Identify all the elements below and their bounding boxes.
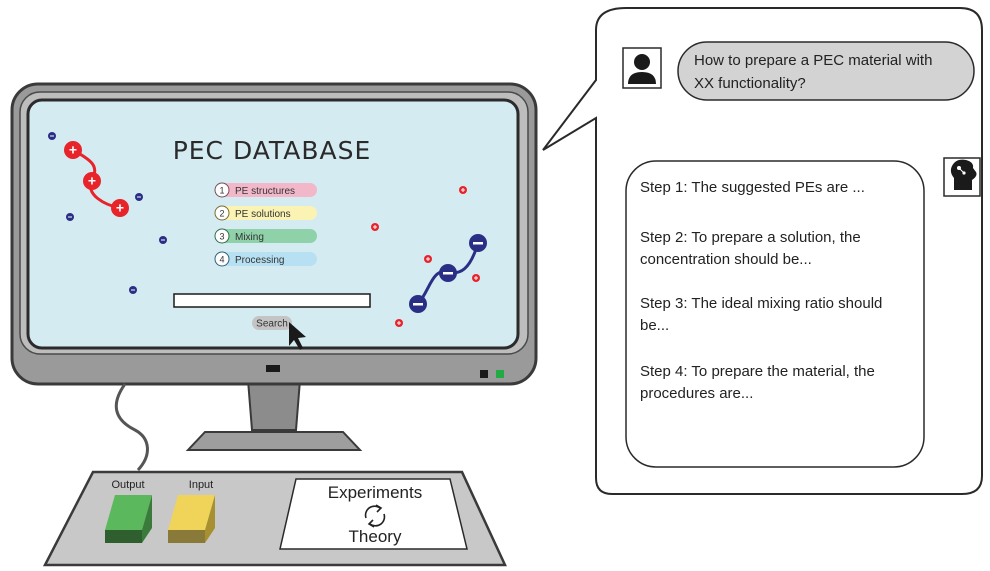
question-text: How to prepare a PEC material with XX fu… — [694, 52, 937, 92]
menu-label: PE solutions — [235, 209, 291, 220]
search-input[interactable] — [173, 293, 371, 308]
small-positive-ion-icon — [472, 274, 480, 282]
output-key[interactable] — [105, 495, 152, 543]
chat-bubble: How to prepare a PEC material with XX fu… — [542, 7, 983, 495]
menu-pill — [215, 183, 317, 197]
negative-ion-icon — [469, 234, 487, 252]
cycle-arrows-icon — [364, 504, 386, 528]
menu-number: 3 — [219, 232, 224, 242]
mouse-cursor-icon — [289, 322, 306, 350]
menu-number-badge — [214, 228, 230, 244]
database-title: PEC DATABASE — [173, 136, 372, 165]
experiments-label: Experiments — [328, 483, 422, 502]
small-negative-ion-icon — [135, 193, 143, 201]
question-bubble — [677, 41, 975, 101]
menu-number-badge — [214, 182, 230, 198]
menu-number-badge — [214, 251, 230, 267]
monitor-stand-base — [185, 431, 363, 451]
menu-item-1[interactable]: 1 PE structures — [214, 182, 317, 198]
menu-number: 2 — [219, 209, 224, 219]
negative-ion-icon — [439, 264, 457, 282]
small-negative-ion-icon — [48, 132, 56, 140]
menu-label: Mixing — [235, 232, 264, 243]
menu-pill — [215, 229, 317, 243]
monitor-power-led — [496, 370, 504, 378]
input-key[interactable] — [168, 495, 215, 543]
menu-item-4[interactable]: 4 Processing — [214, 251, 317, 267]
search-button[interactable] — [252, 316, 292, 330]
menu-item-2[interactable]: 2 PE solutions — [214, 205, 317, 221]
svg-text:+: + — [69, 142, 77, 158]
positive-ion-icon: + — [111, 199, 129, 217]
monitor-stand-neck — [246, 379, 302, 431]
small-positive-ion-icon — [424, 255, 432, 263]
monitor-screen — [26, 98, 520, 350]
svg-text:+: + — [88, 173, 96, 189]
positive-ion-icon: + — [83, 172, 101, 190]
menu-number: 1 — [219, 186, 224, 196]
experiments-theory-panel — [279, 478, 468, 550]
small-positive-ion-icon — [459, 186, 467, 194]
answer-step-4: Step 4: To prepare the material, the pro… — [640, 363, 879, 402]
svg-text:+: + — [116, 200, 124, 216]
cable — [114, 383, 149, 472]
negative-ion-icon — [409, 295, 427, 313]
answer-bubble — [625, 160, 925, 468]
user-avatar-icon — [622, 47, 662, 89]
input-label: Input — [189, 479, 213, 491]
console: Output Input Experiments Theory — [42, 470, 507, 567]
small-negative-ion-icon — [159, 236, 167, 244]
answer-step-1: Step 1: The suggested PEs are ... — [640, 179, 865, 196]
theory-label: Theory — [349, 527, 402, 546]
menu-item-3[interactable]: 3 Mixing — [214, 228, 317, 244]
menu-number: 4 — [219, 255, 224, 265]
answer-step-2: Step 2: To prepare a solution, the conce… — [640, 229, 865, 268]
small-negative-ion-icon — [129, 286, 137, 294]
answer-step-3: Step 3: The ideal mixing ratio should be… — [640, 295, 887, 334]
small-positive-ion-icon — [371, 223, 379, 231]
monitor-button[interactable] — [480, 370, 488, 378]
ai-head-icon — [943, 157, 981, 197]
menu-label: PE structures — [235, 186, 295, 197]
menu-label: Processing — [235, 255, 284, 266]
search-button-label: Search — [256, 319, 288, 330]
menu-number-badge — [214, 205, 230, 221]
small-negative-ion-icon — [66, 213, 74, 221]
output-label: Output — [111, 479, 144, 491]
menu-pill — [215, 252, 317, 266]
small-positive-ion-icon — [395, 319, 403, 327]
positive-ion-icon: + — [64, 141, 82, 159]
monitor-logo — [266, 365, 280, 372]
screen-content: PEC DATABASE 1 PE structures 2 PE soluti… — [48, 132, 487, 350]
menu-pill — [215, 206, 317, 220]
